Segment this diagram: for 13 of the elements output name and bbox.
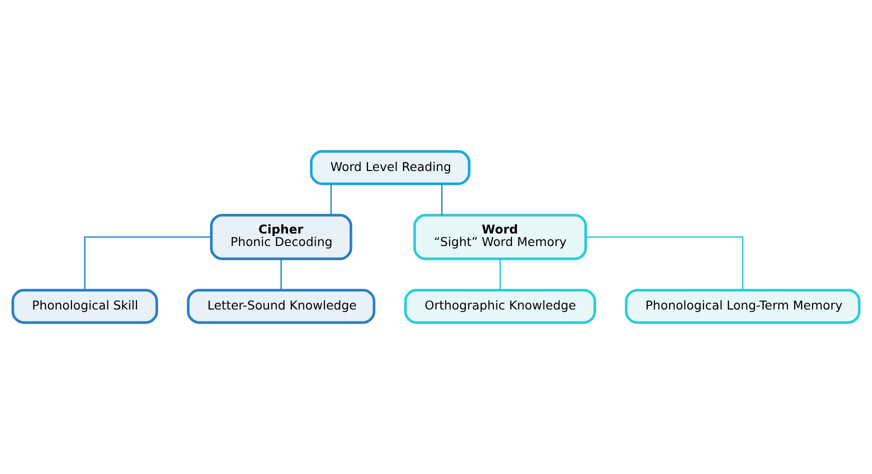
node-box: Orthographic Knowledge xyxy=(404,288,596,324)
connector xyxy=(441,184,443,216)
node-box: Letter-Sound Knowledge xyxy=(186,288,376,324)
node-box: Word “Sight” Word Memory xyxy=(413,214,587,260)
connector xyxy=(586,236,744,290)
node-box: Word Level Reading xyxy=(310,150,470,186)
connector xyxy=(280,258,282,290)
connector xyxy=(330,184,332,216)
node-box: Phonological Skill xyxy=(12,288,158,324)
connector xyxy=(499,258,501,290)
connector xyxy=(84,236,212,290)
node-box: Cipher Phonic Decoding xyxy=(210,214,352,260)
node-box: Phonological Long-Term Memory xyxy=(624,288,860,324)
